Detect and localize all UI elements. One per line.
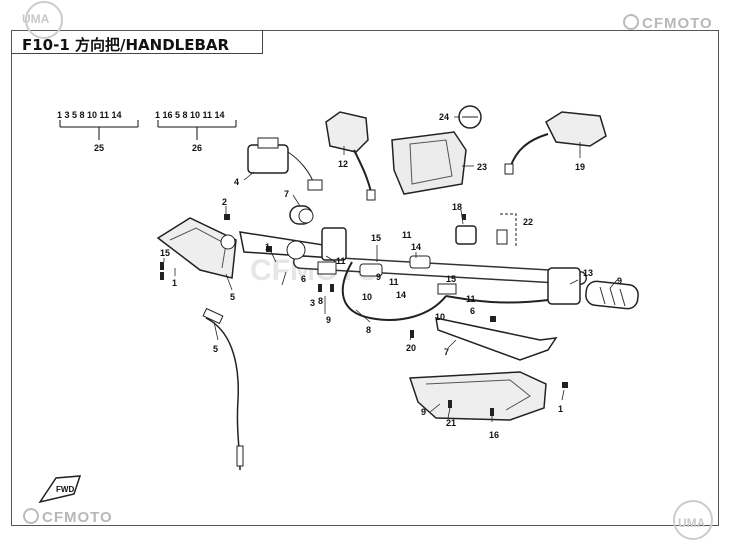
callout-4: 4 [234, 177, 239, 187]
callout-7-left: 7 [284, 189, 289, 199]
fwd-arrow-badge: FWD [38, 475, 82, 504]
callout-1-a: 15 [160, 248, 170, 258]
callout-9-d: 6 [470, 306, 475, 316]
callout-3: 5 [230, 292, 235, 302]
callout-15-b: 11 [402, 230, 412, 240]
callout-19: 19 [575, 162, 585, 172]
callout-22: 22 [523, 217, 533, 227]
title-box [11, 30, 263, 54]
callout-21: 5 [213, 344, 218, 354]
group-key-26-items: 1 16 5 8 10 11 14 [155, 110, 225, 120]
callout-1-d: 16 [489, 430, 499, 440]
group-key-26-label: 26 [192, 143, 202, 153]
diagram-frame [11, 30, 719, 526]
uma-logo-top: UMA [22, 12, 50, 26]
callout-24: 24 [439, 112, 449, 122]
callout-9-c: 10 [435, 312, 445, 322]
callout-5-left: 1 [265, 242, 270, 252]
callout-11-a: 11 [336, 256, 346, 266]
callout-12: 12 [338, 159, 348, 169]
callout-9-b: 9 [326, 315, 331, 325]
callout-8-a: 6 [301, 274, 306, 284]
callout-6: 20 [406, 343, 416, 353]
callout-7-right: 9 [617, 276, 622, 286]
callout-23: 23 [477, 162, 487, 172]
group-key-25: 1 3 5 8 10 11 14 25 [57, 110, 139, 153]
callout-8-b: 15 [446, 274, 456, 284]
uma-logo-bottom: UMA [678, 516, 706, 530]
callout-14-a: 14 [411, 242, 421, 252]
callout-14-b: 9 [376, 272, 381, 282]
group-key-26: 1 16 5 8 10 11 14 26 [155, 110, 237, 153]
callout-1-b: 1 [172, 278, 177, 288]
callout-15-a: 15 [371, 233, 381, 243]
callout-11-c: 14 [396, 290, 406, 300]
callout-18: 18 [452, 202, 462, 212]
callout-1-c: 21 [446, 418, 456, 428]
callout-5-right: 7 [444, 347, 449, 357]
cfmoto-logo-top: CFMOTO [642, 15, 713, 32]
callout-labels: 24 12 23 19 4 7 2 18 22 15 14 11 11 15 1… [160, 112, 622, 440]
cfmoto-logo-bottom: CFMOTO [42, 509, 113, 526]
group-key-25-label: 25 [94, 143, 104, 153]
callout-13: 8 [366, 325, 371, 335]
callout-16: 9 [421, 407, 426, 417]
page-title: F10-1 方向把/HANDLEBAR [22, 36, 230, 54]
callout-10-b: 11 [466, 294, 476, 304]
callout-10-a: 8 [318, 296, 323, 306]
callout-2-left: 2 [222, 197, 227, 207]
callout-20: 13 [583, 268, 593, 278]
callout-15-c: 11 [389, 277, 399, 287]
fwd-text: FWD [56, 485, 74, 494]
callout-11-b: 10 [362, 292, 372, 302]
group-key-25-items: 1 3 5 8 10 11 14 [57, 110, 122, 120]
callout-2-right: 1 [558, 404, 563, 414]
callout-9-a: 3 [310, 298, 315, 308]
